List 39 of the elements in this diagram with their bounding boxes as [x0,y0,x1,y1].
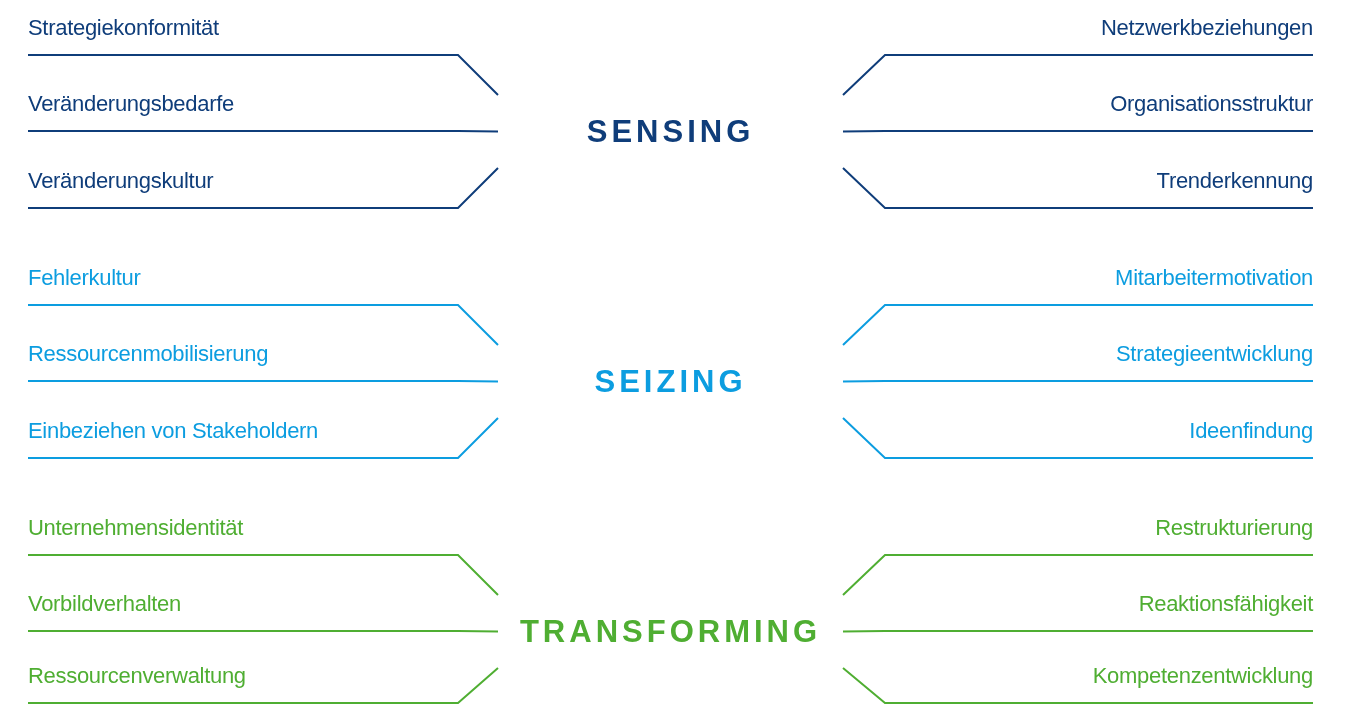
factor-label: Restrukturierung [1155,515,1313,541]
connector-line [27,667,499,704]
factor-label: Ressourcenmobilisierung [28,341,269,367]
factor-label: Strategieentwicklung [1116,341,1313,367]
factor-label: Mitarbeitermotivation [1115,265,1313,291]
connector-line [27,130,499,133]
factor-label: Netzwerkbeziehungen [1101,15,1313,41]
factor-label: Trenderkennung [1156,168,1313,194]
factor-label: Einbeziehen von Stakeholdern [28,418,319,444]
connector-line [842,54,1314,96]
factor-label: Veränderungsbedarfe [28,91,234,117]
connector-line [27,304,499,346]
factor-label: Ideenfindung [1189,418,1313,444]
factor-label: Organisationsstruktur [1110,91,1313,117]
connector-line [842,667,1314,704]
connector-line [27,630,499,633]
category-heading: SEIZING [594,363,747,400]
connector-line [842,417,1314,459]
connector-line [842,167,1314,209]
factor-label: Strategiekonformität [28,15,219,41]
factor-label: Kompetenzentwicklung [1092,663,1313,689]
connector-line [27,54,499,96]
connector-line [27,167,499,209]
connector-line [842,130,1314,133]
factor-label: Vorbildverhalten [28,591,181,617]
factor-label: Veränderungskultur [28,168,214,194]
factor-label: Fehlerkultur [28,265,141,291]
factor-label: Ressourcenverwaltung [28,663,246,689]
category-heading: SENSING [586,113,755,150]
category-heading: TRANSFORMING [519,613,822,650]
connector-line [27,554,499,596]
connector-line [27,380,499,383]
factor-label: Unternehmensidentität [28,515,244,541]
factor-label: Reaktionsfähigkeit [1138,591,1313,617]
connector-line [27,417,499,459]
connector-line [842,630,1314,633]
connector-line [842,304,1314,346]
connector-line [842,554,1314,596]
connector-line [842,380,1314,383]
